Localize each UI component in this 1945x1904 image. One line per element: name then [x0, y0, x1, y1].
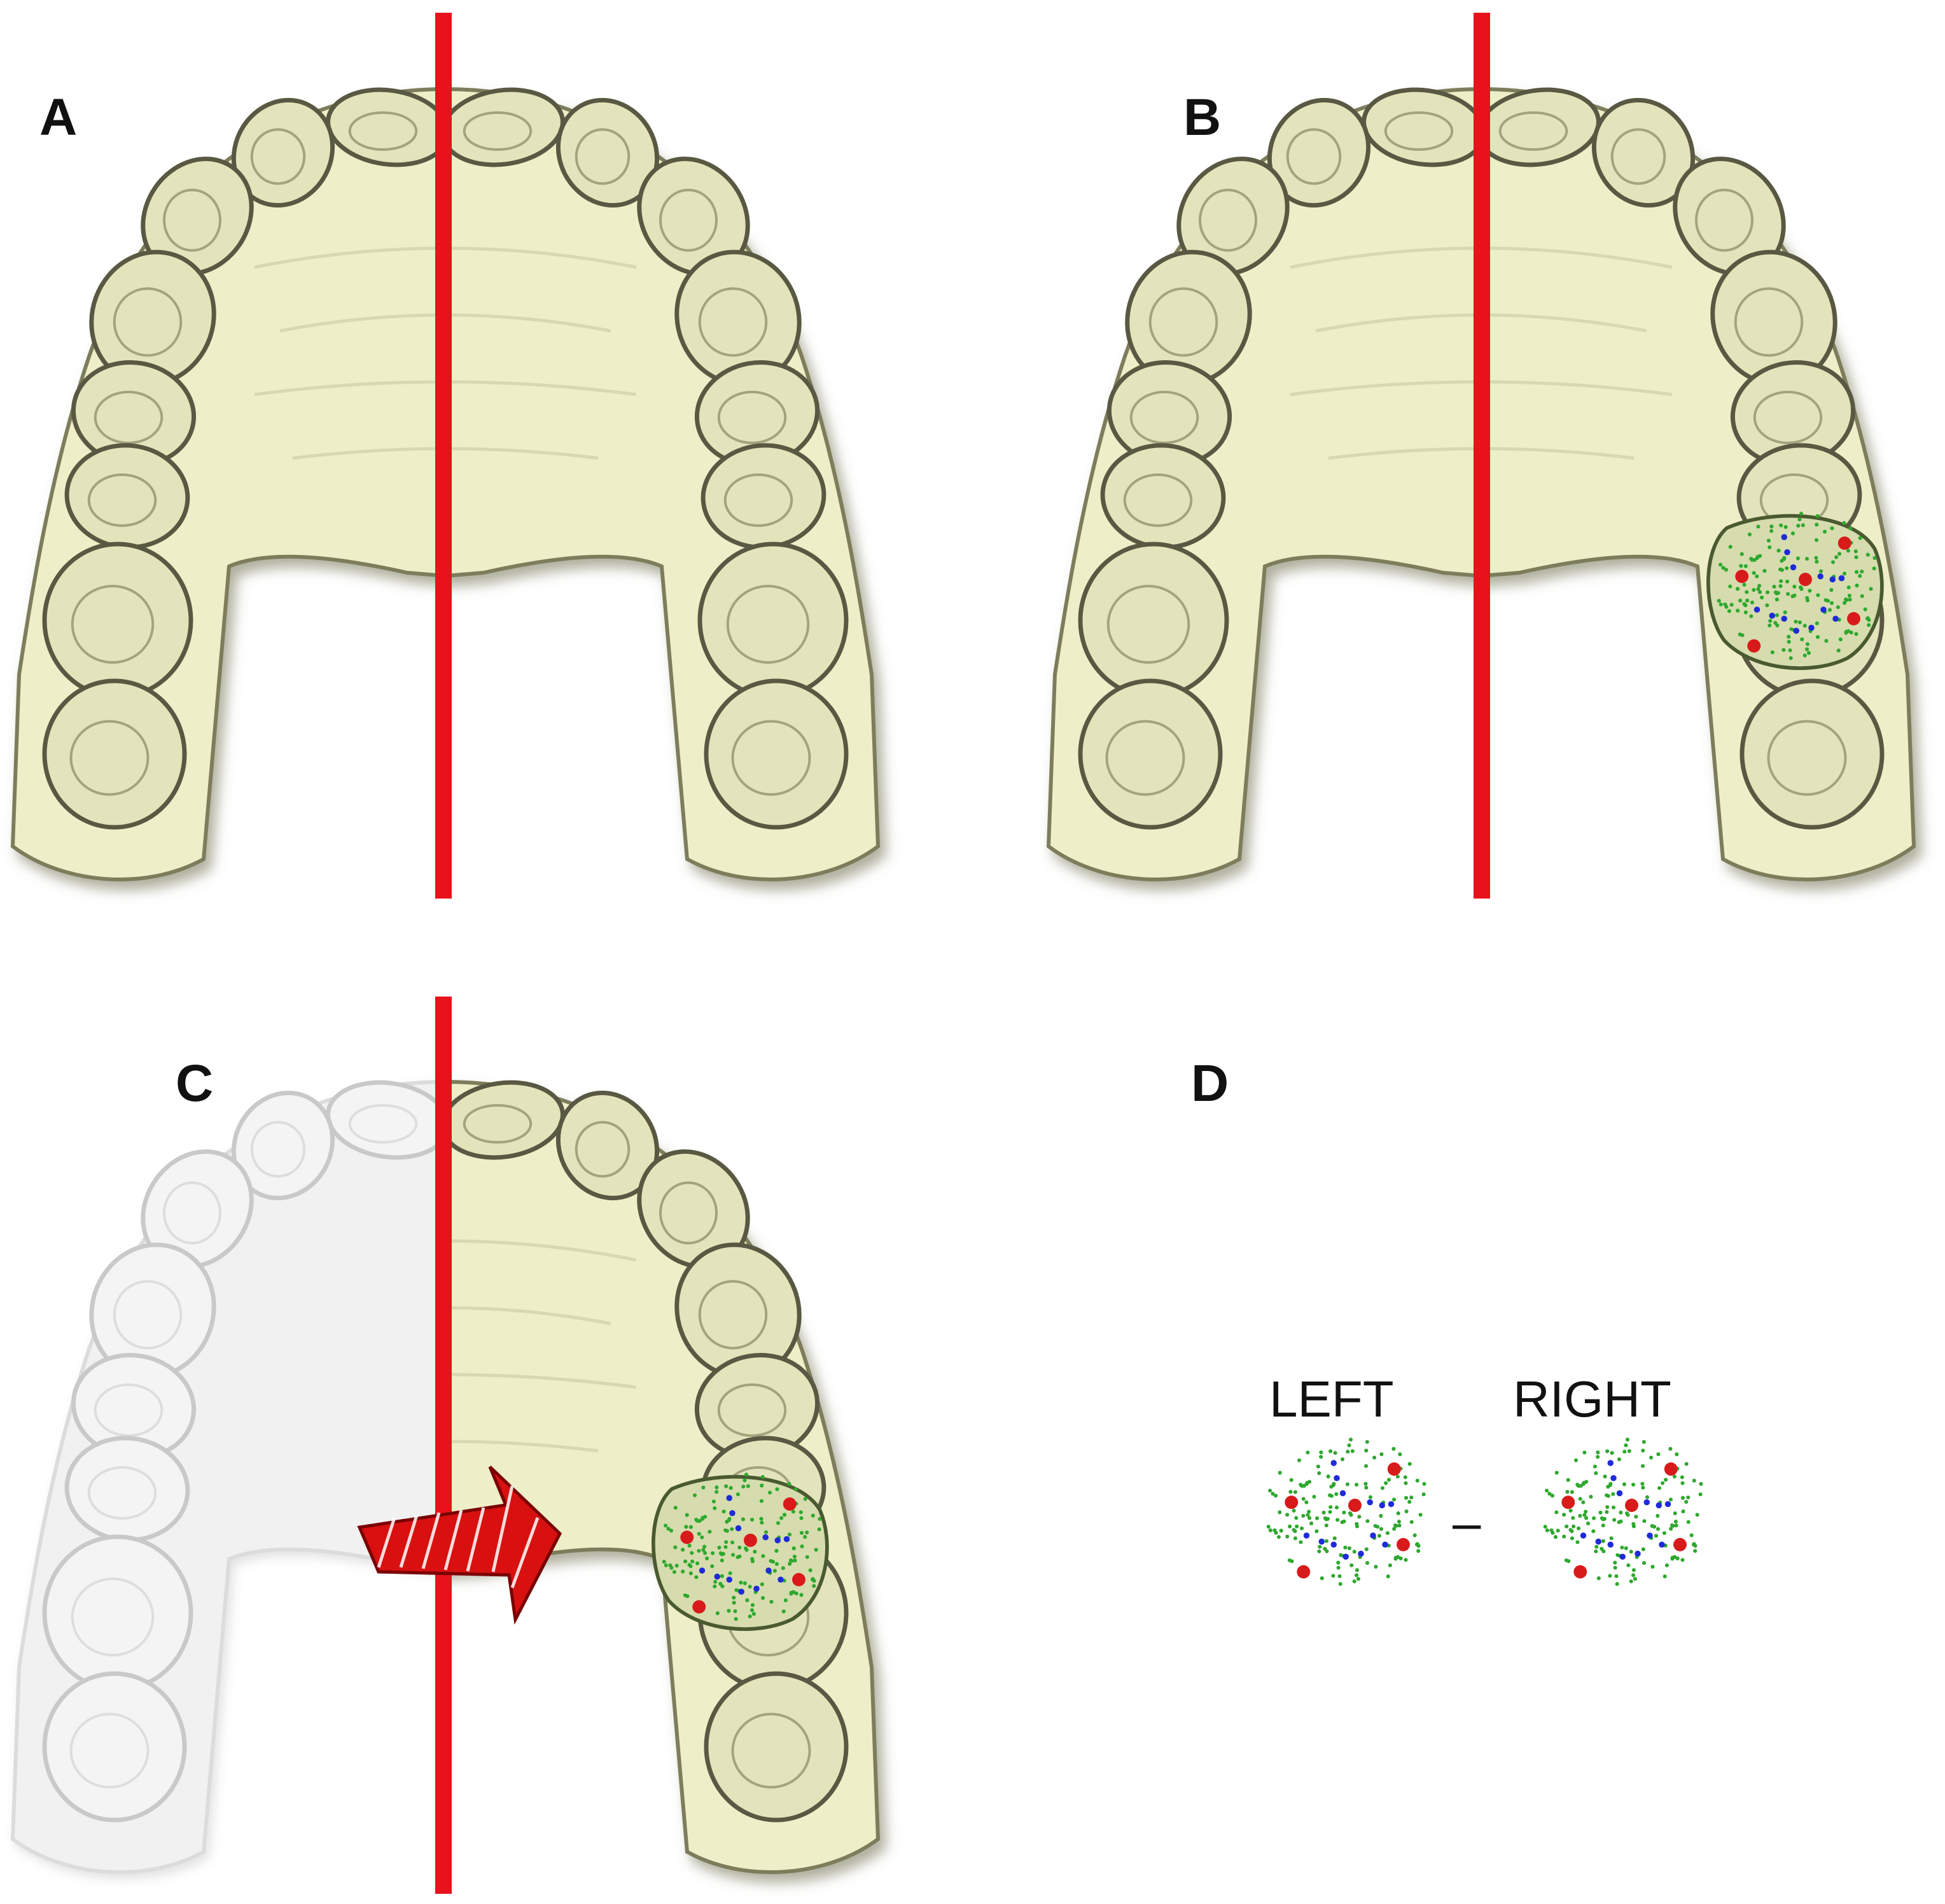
midline-b — [1474, 13, 1490, 899]
left-landmark-cloud — [1266, 1438, 1426, 1586]
midline-a — [435, 13, 452, 899]
mirrored-half-model — [10, 1079, 445, 1874]
left-label: LEFT — [1269, 1371, 1394, 1427]
panel-a: A — [10, 13, 881, 899]
panel-d-label: D — [1191, 1054, 1229, 1112]
panel-b: B — [1046, 13, 1916, 899]
panel-a-label: A — [39, 88, 77, 146]
landmark-patch-b — [1706, 512, 1884, 670]
panel-d: D LEFT RIGHT – — [1191, 1054, 1703, 1586]
mirror-arrow-icon — [357, 1466, 562, 1625]
panel-b-label: B — [1183, 88, 1221, 146]
dental-arch-c — [10, 1079, 881, 1874]
midline-c — [435, 997, 452, 1894]
landmark-patch-c — [652, 1473, 829, 1631]
panel-c: C — [10, 997, 881, 1894]
panel-c-label: C — [176, 1054, 213, 1112]
right-landmark-cloud — [1543, 1438, 1703, 1586]
subtract-operator: – — [1453, 1494, 1481, 1551]
right-label: RIGHT — [1513, 1371, 1671, 1427]
